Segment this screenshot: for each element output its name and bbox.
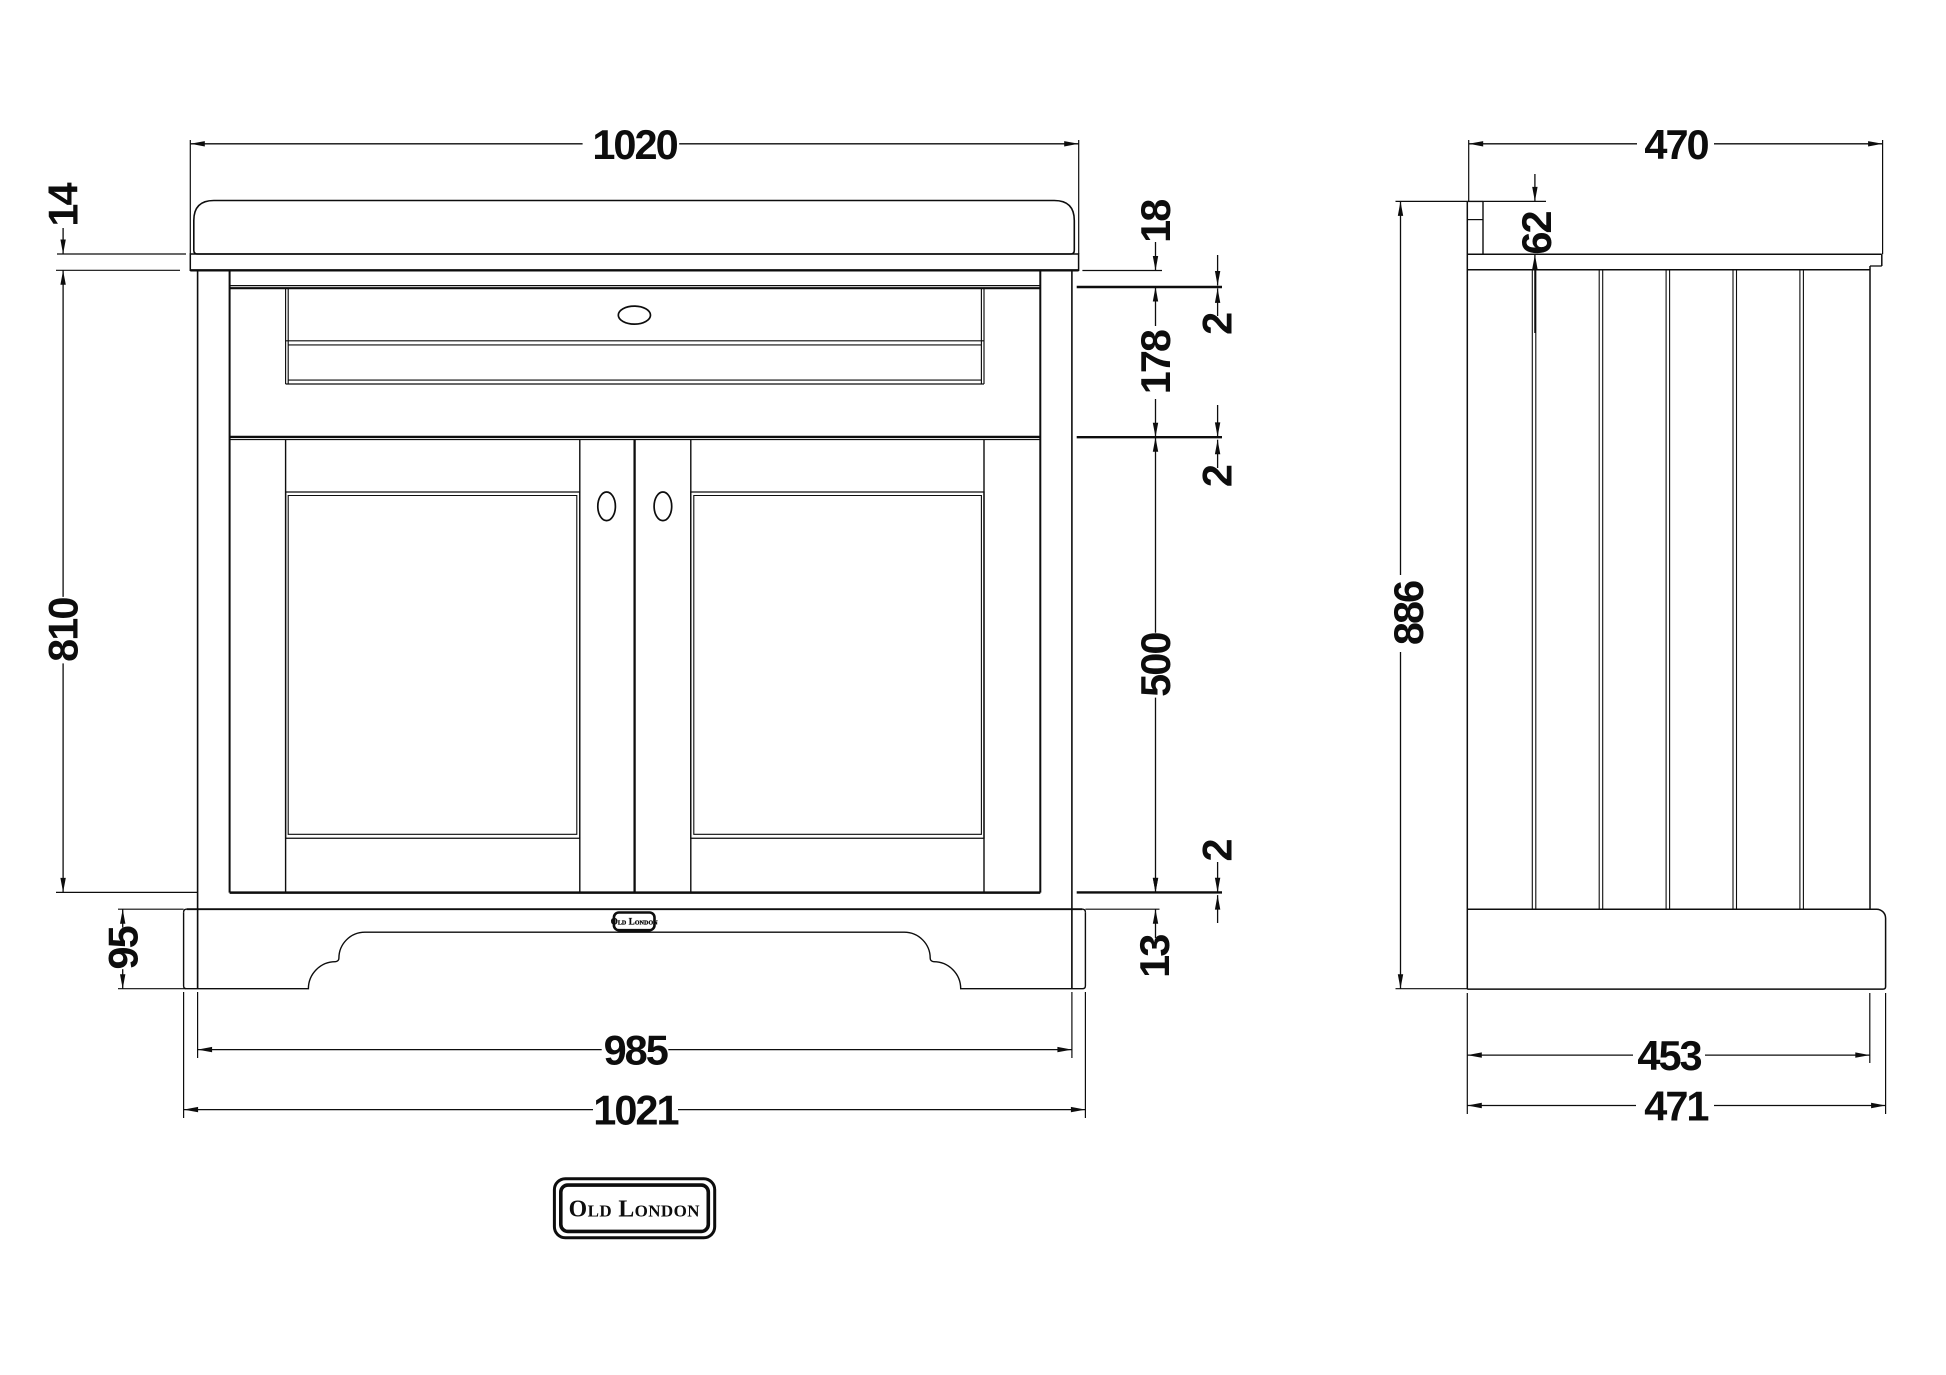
svg-text:2: 2	[1194, 840, 1241, 862]
svg-text:453: 453	[1637, 1032, 1701, 1079]
svg-text:471: 471	[1644, 1082, 1708, 1129]
svg-text:810: 810	[40, 598, 87, 662]
svg-text:470: 470	[1644, 121, 1708, 168]
svg-text:2: 2	[1194, 313, 1241, 335]
svg-text:62: 62	[1513, 212, 1560, 255]
svg-text:95: 95	[99, 926, 146, 969]
svg-text:Old London: Old London	[611, 917, 658, 927]
svg-text:1021: 1021	[593, 1086, 678, 1133]
svg-text:985: 985	[604, 1026, 668, 1073]
svg-text:1020: 1020	[592, 121, 677, 168]
svg-text:886: 886	[1385, 581, 1432, 645]
svg-text:13: 13	[1131, 935, 1178, 978]
svg-text:14: 14	[39, 183, 86, 227]
svg-text:Old London: Old London	[569, 1197, 701, 1223]
svg-text:500: 500	[1132, 633, 1179, 697]
svg-text:18: 18	[1132, 200, 1179, 243]
svg-text:2: 2	[1194, 465, 1241, 487]
svg-text:178: 178	[1132, 330, 1179, 394]
